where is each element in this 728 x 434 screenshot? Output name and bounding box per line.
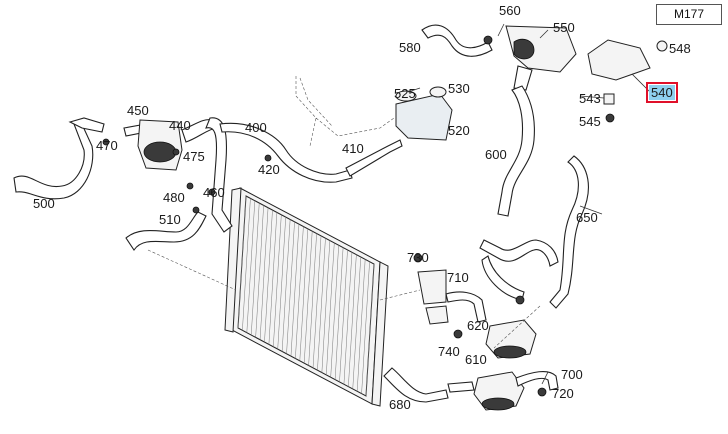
callout-545[interactable]: 545	[579, 114, 601, 129]
callout-560[interactable]: 560	[499, 3, 521, 18]
engine-code-label: M177	[656, 4, 722, 25]
thermostat-group	[421, 24, 651, 91]
callout-410[interactable]: 410	[342, 141, 364, 156]
callout-543[interactable]: 543	[579, 91, 601, 106]
callout-510[interactable]: 510	[159, 212, 181, 227]
callout-540[interactable]: 540	[646, 82, 678, 103]
expansion-tank	[395, 86, 453, 141]
left-hose-group	[13, 117, 272, 251]
vertical-hoses	[479, 85, 589, 309]
reference-lines	[147, 249, 541, 349]
callout-740[interactable]: 740	[438, 344, 460, 359]
callout-600[interactable]: 600	[485, 147, 507, 162]
callout-440[interactable]: 440	[169, 118, 191, 133]
callout-720[interactable]: 720	[552, 386, 574, 401]
callout-710[interactable]: 710	[447, 270, 469, 285]
callout-730[interactable]: 730	[407, 250, 429, 265]
bracket-fasteners	[603, 40, 668, 123]
callout-620[interactable]: 620	[467, 318, 489, 333]
callout-700[interactable]: 700	[561, 367, 583, 382]
callout-470[interactable]: 470	[96, 138, 118, 153]
callout-580[interactable]: 580	[399, 40, 421, 55]
callout-480[interactable]: 480	[163, 190, 185, 205]
callout-520[interactable]: 520	[448, 123, 470, 138]
callout-420[interactable]: 420	[258, 162, 280, 177]
callout-450[interactable]: 450	[127, 103, 149, 118]
callout-525[interactable]: 525	[394, 86, 416, 101]
radiator	[224, 187, 389, 407]
callout-475[interactable]: 475	[183, 149, 205, 164]
callout-610[interactable]: 610	[465, 352, 487, 367]
callout-680[interactable]: 680	[389, 397, 411, 412]
callout-548[interactable]: 548	[669, 41, 691, 56]
callout-550[interactable]: 550	[553, 20, 575, 35]
callout-400[interactable]: 400	[245, 120, 267, 135]
callout-650[interactable]: 650	[576, 210, 598, 225]
callout-500[interactable]: 500	[33, 196, 55, 211]
callout-530[interactable]: 530	[448, 81, 470, 96]
upper-hose-group	[219, 76, 403, 183]
callout-460[interactable]: 460	[203, 185, 225, 200]
lower-pump-group	[383, 253, 559, 411]
leader-lines	[407, 23, 651, 385]
